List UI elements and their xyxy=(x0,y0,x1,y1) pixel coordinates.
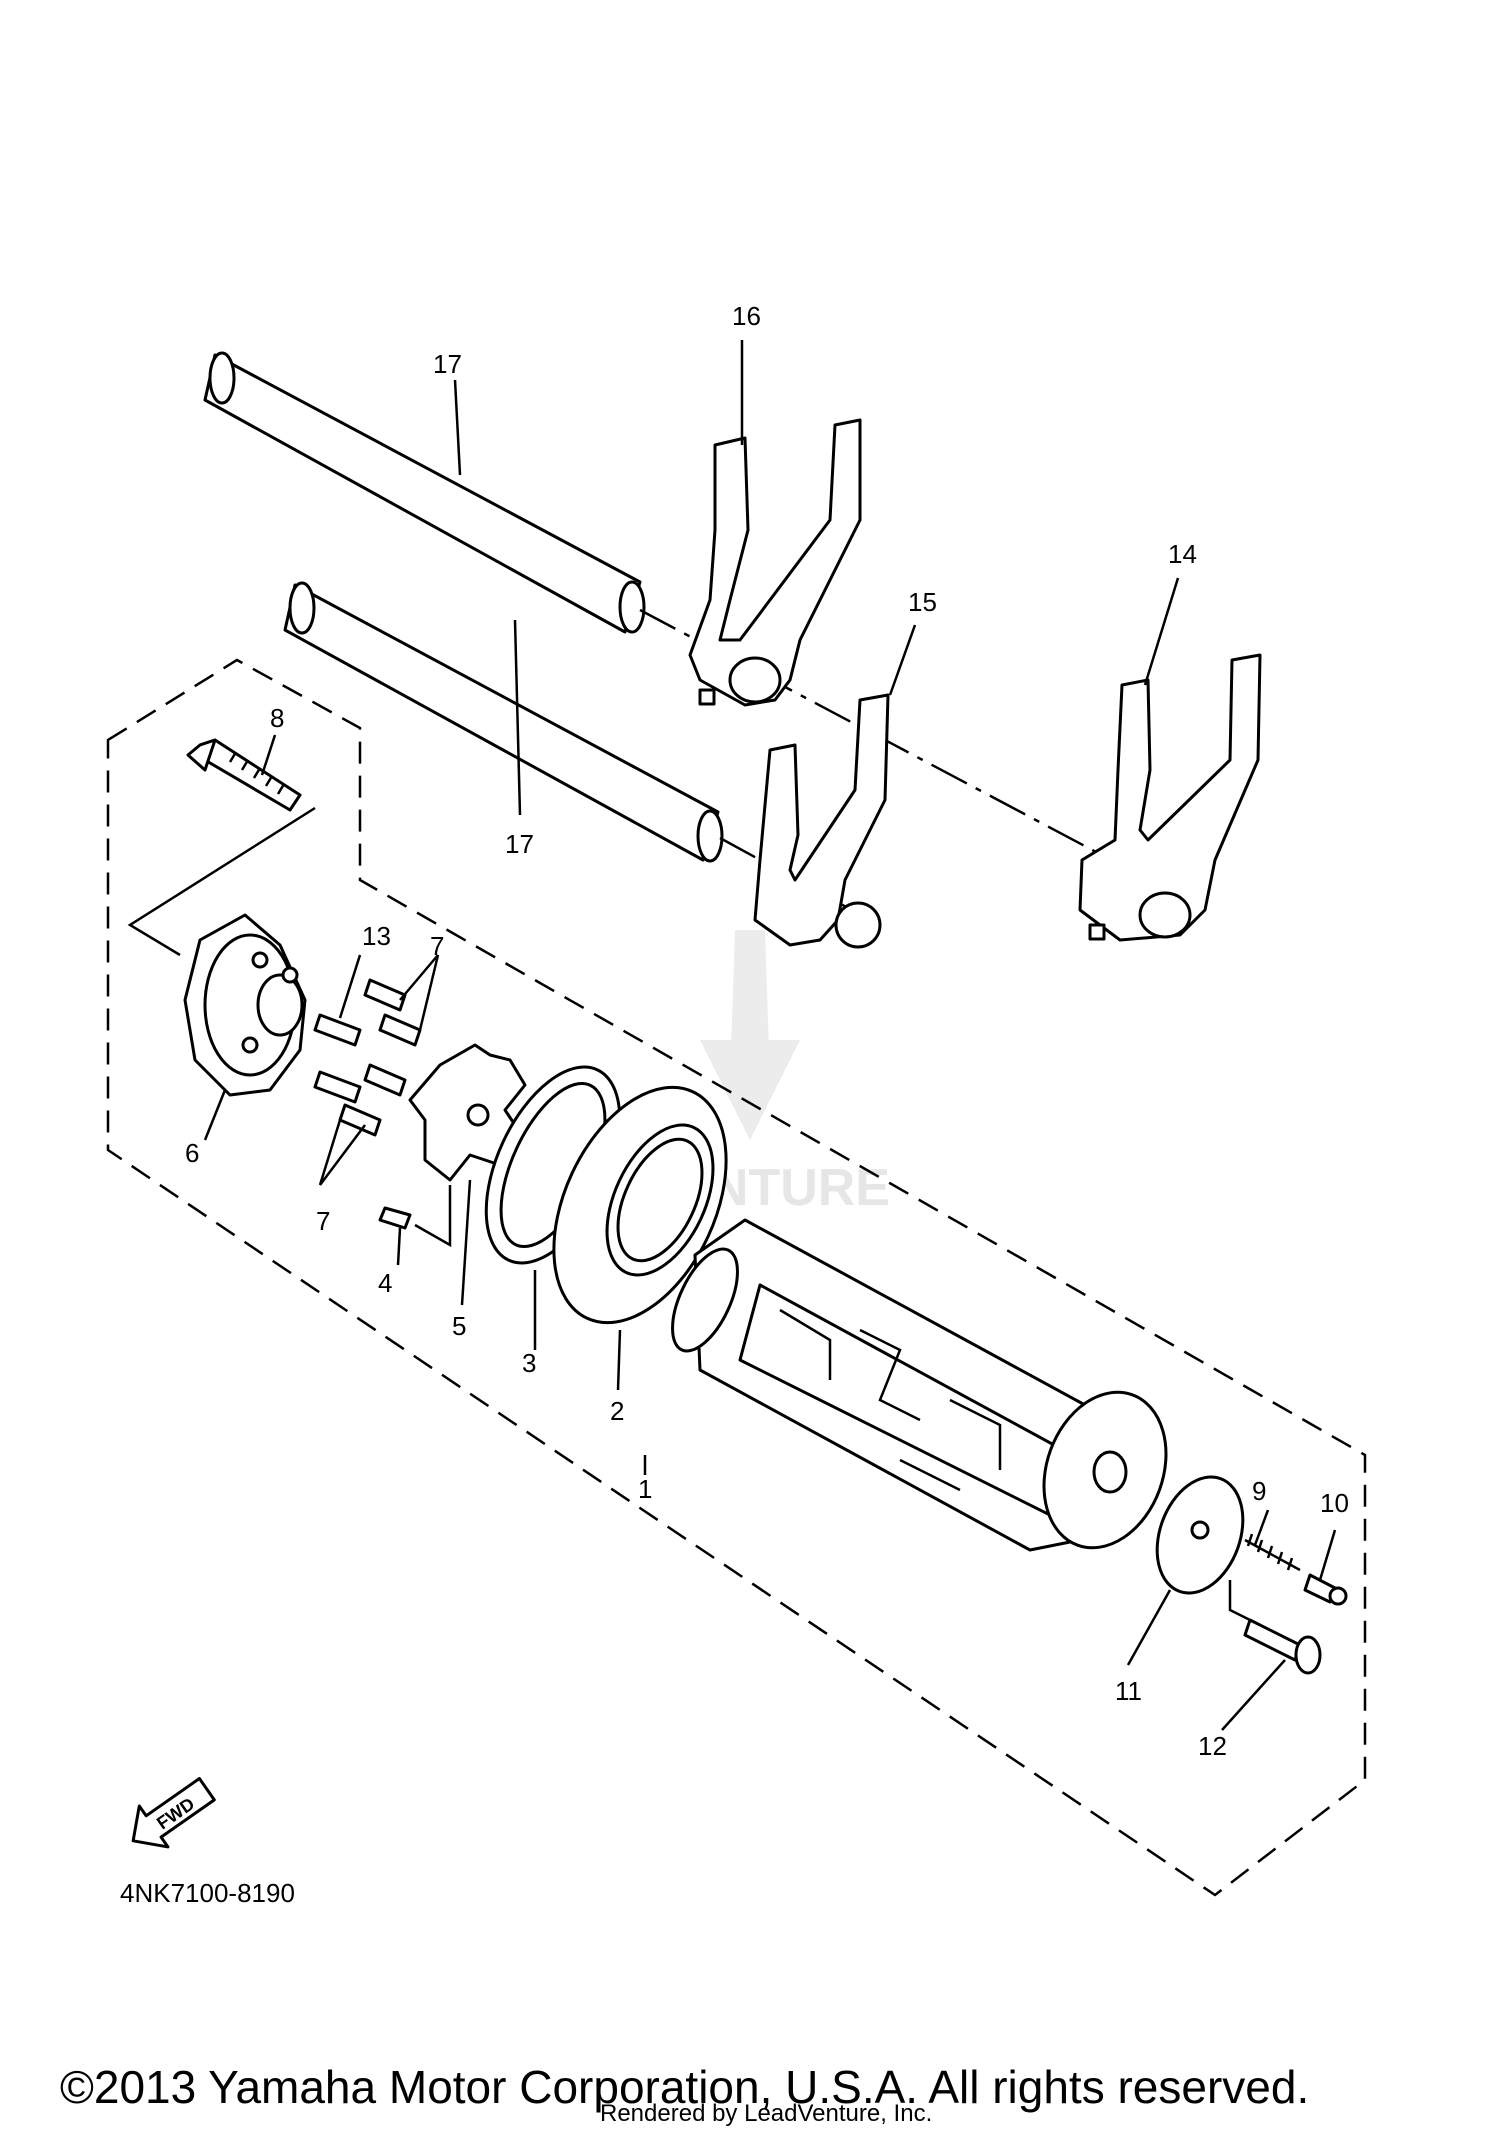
callout-17-lower: 17 xyxy=(505,829,534,859)
assembly-boundary xyxy=(106,658,1367,1897)
callout-4: 4 xyxy=(378,1268,392,1298)
shift-fork-14 xyxy=(1078,653,1262,942)
screw-8-leader-box xyxy=(127,806,316,957)
copyright-notice: ©2013 Yamaha Motor Corporation, U.S.A. A… xyxy=(60,2061,1310,2113)
fork-shaft-upper xyxy=(203,351,646,634)
diagram-code: 4NK7100-8190 xyxy=(120,1878,295,1908)
screw-12-leader-box xyxy=(1228,1580,1261,1627)
callout-3: 3 xyxy=(522,1348,536,1378)
fwd-arrow: FWD xyxy=(131,1777,216,1849)
callout-15: 15 xyxy=(908,587,937,617)
plunger-10 xyxy=(1303,1573,1348,1606)
callout-16: 16 xyxy=(732,301,761,331)
stopper-5 xyxy=(408,1043,527,1182)
segment-6 xyxy=(183,913,307,1097)
shift-drum xyxy=(671,1218,1168,1552)
callout-13: 13 xyxy=(362,921,391,951)
callout-9: 9 xyxy=(1252,1476,1266,1506)
callout-12: 12 xyxy=(1198,1731,1227,1761)
callout-7-upper: 7 xyxy=(430,931,444,961)
callout-8: 8 xyxy=(270,703,284,733)
callout-labels: 16 17 15 14 8 17 13 7 6 7 4 5 3 2 1 9 10… xyxy=(185,301,1349,1761)
spring-9 xyxy=(1244,1533,1301,1572)
shift-fork-15 xyxy=(753,693,890,949)
callout-17-upper: 17 xyxy=(433,349,462,379)
leader-lines xyxy=(203,340,1337,1731)
callout-10: 10 xyxy=(1320,1488,1349,1518)
callout-2: 2 xyxy=(610,1396,624,1426)
callout-14: 14 xyxy=(1168,539,1197,569)
pins-7-13 xyxy=(313,978,422,1137)
cover-11 xyxy=(1155,1475,1245,1595)
callout-1: 1 xyxy=(638,1474,652,1504)
callout-6: 6 xyxy=(185,1138,199,1168)
dowel-pin-4 xyxy=(378,1206,412,1230)
callout-5: 5 xyxy=(452,1311,466,1341)
dowel-pin-4-leader-box xyxy=(414,1185,452,1248)
callout-11: 11 xyxy=(1115,1676,1142,1706)
bearing-2 xyxy=(552,1085,728,1325)
screw-12 xyxy=(1243,1618,1322,1675)
screw-8 xyxy=(186,738,302,812)
callout-7-lower: 7 xyxy=(316,1206,330,1236)
rendered-by-note: Rendered by LeadVenture, Inc. xyxy=(600,2100,933,2127)
fork-shaft-lower xyxy=(283,581,724,863)
shift-fork-16 xyxy=(688,418,862,707)
